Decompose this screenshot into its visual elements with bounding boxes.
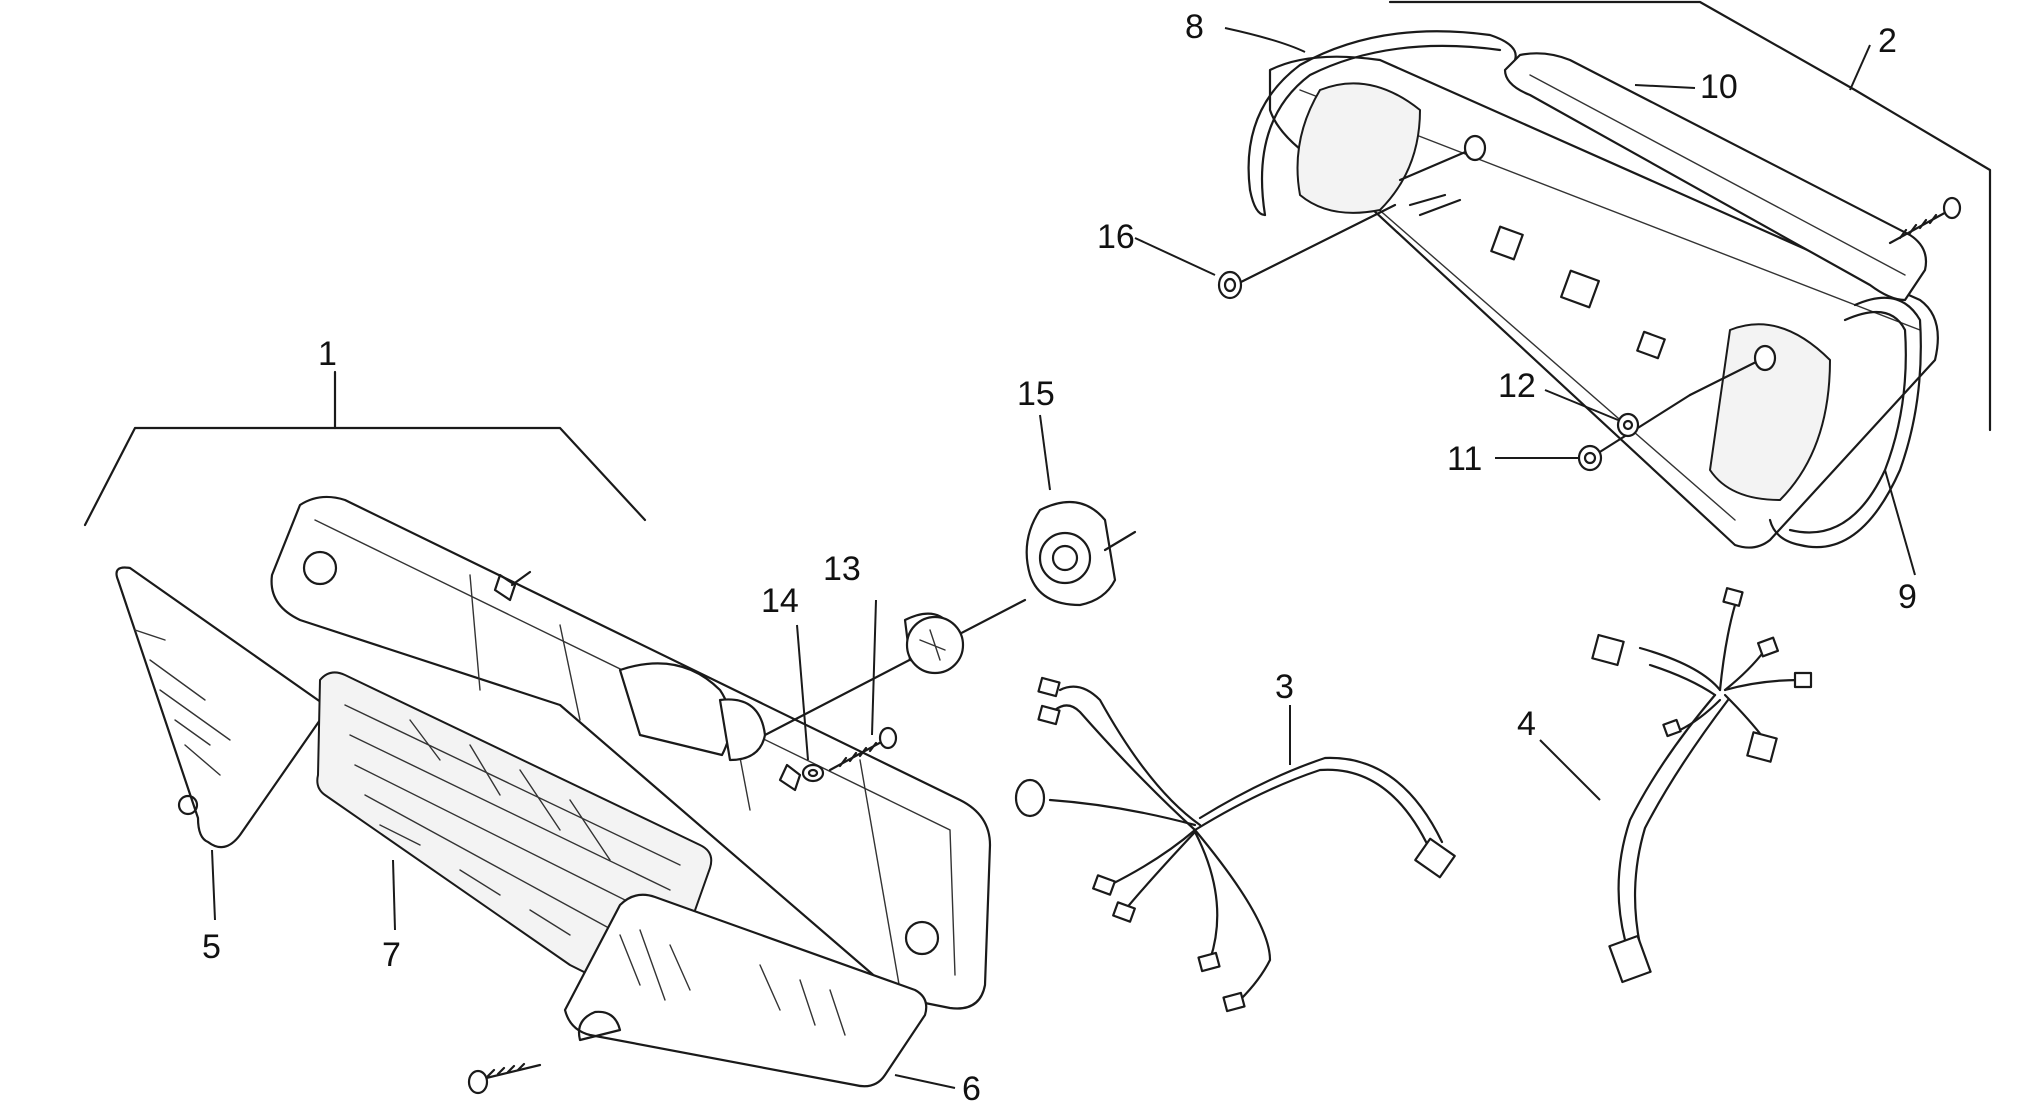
rear-light-housing [1268, 55, 1939, 549]
wiring-harness-part-3 [1014, 676, 1456, 1013]
gasket-part-8 [1247, 30, 1517, 217]
washer-part-12 [1616, 412, 1640, 438]
callout-6: 6 [962, 1070, 981, 1108]
left-lens-part-5 [115, 566, 328, 849]
callout-12: 12 [1498, 367, 1536, 405]
callout-14: 14 [761, 582, 799, 620]
callout-5: 5 [202, 928, 221, 966]
nut-part-11 [1577, 393, 1692, 472]
right-lens-part-6 [563, 893, 928, 1088]
wiring-harness-part-4 [1591, 587, 1813, 984]
screw-lower-left [467, 1062, 542, 1095]
washer-part-14 [801, 763, 825, 783]
callout-labels: 1 2 3 4 5 6 7 8 9 10 11 12 13 14 15 16 [202, 8, 1917, 1108]
callout-4: 4 [1517, 705, 1536, 743]
bulb-part-15 [763, 500, 1137, 737]
callout-11: 11 [1447, 440, 1482, 478]
callout-8: 8 [1185, 8, 1204, 46]
assembly-2-bracket [1388, 0, 1992, 432]
callout-1: 1 [318, 335, 337, 373]
callout-15: 15 [1017, 375, 1055, 413]
callout-16: 16 [1097, 218, 1135, 256]
assembly-1-bracket [83, 370, 647, 527]
callout-13: 13 [823, 550, 861, 588]
gasket-part-9 [1768, 296, 1922, 549]
screw-part-13 [828, 726, 898, 772]
callout-2: 2 [1878, 22, 1897, 60]
nut-part-16 [1217, 203, 1397, 300]
front-light-housing [270, 495, 992, 1010]
gasket-part-10 [1503, 52, 1928, 302]
callout-10: 10 [1700, 68, 1738, 106]
screw-top-right [1888, 196, 1962, 245]
callout-9: 9 [1898, 578, 1917, 616]
callout-3: 3 [1275, 668, 1294, 706]
callout-7: 7 [382, 936, 401, 974]
leader-lines [211, 27, 1916, 1089]
